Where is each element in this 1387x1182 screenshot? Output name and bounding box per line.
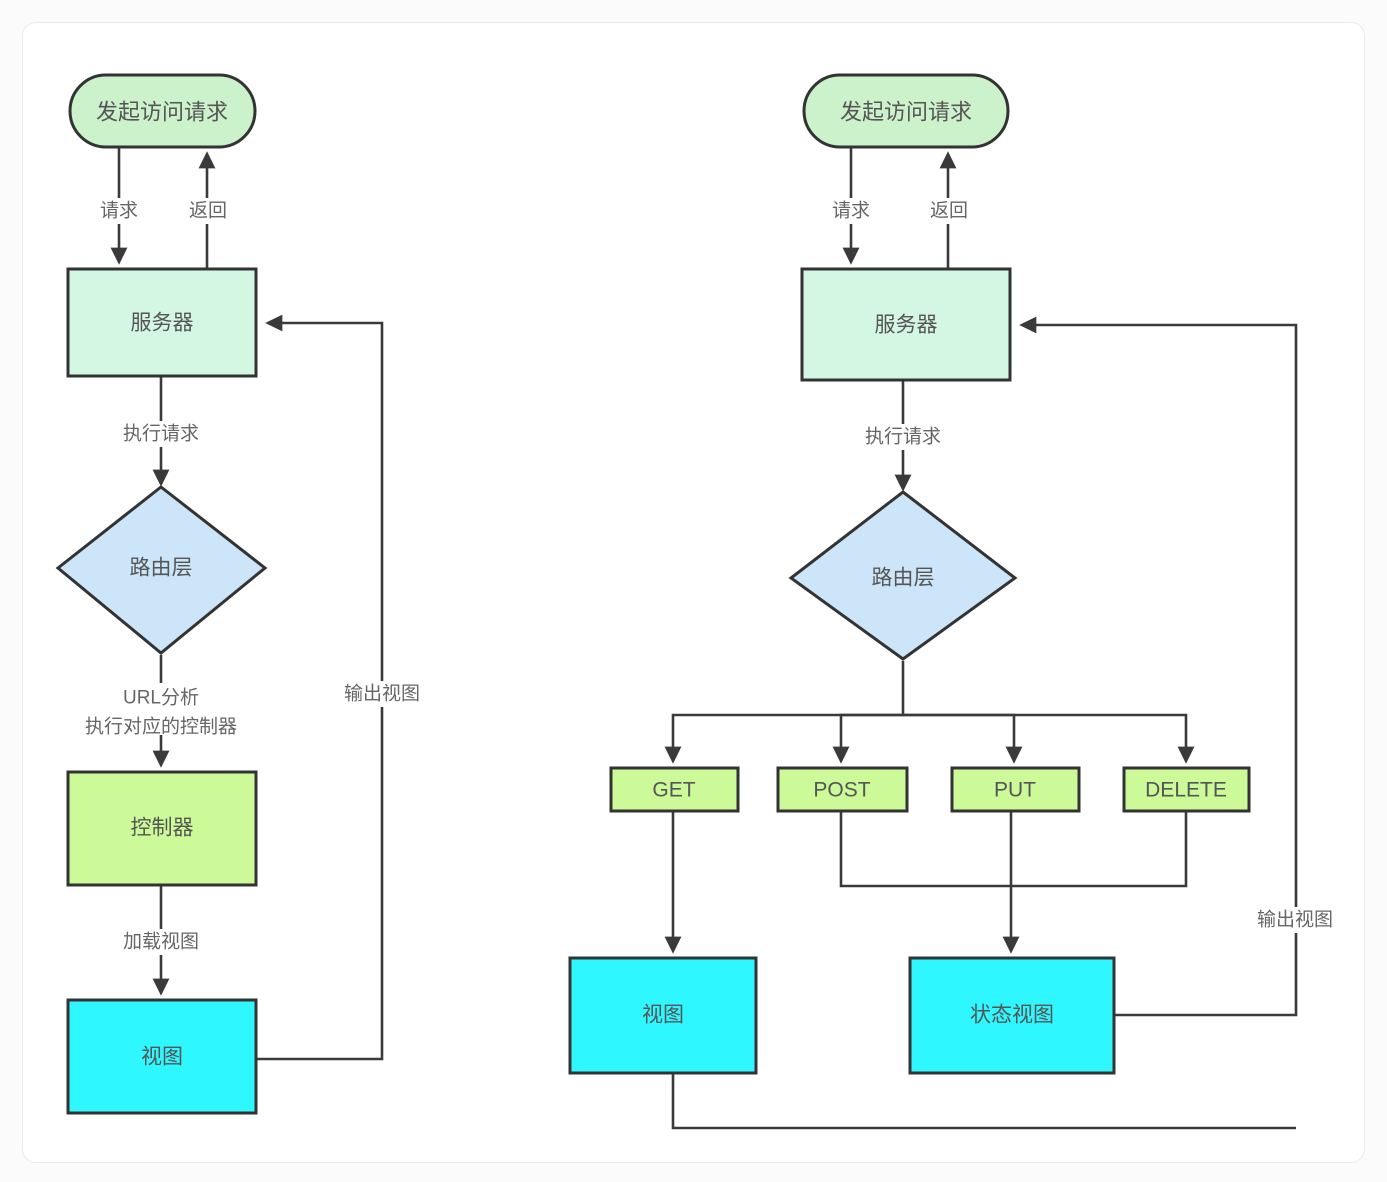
edge-right-delete-to-stateview [1011,811,1188,888]
right-edges [664,148,1298,1130]
node-right-put[interactable]: PUT [950,766,1081,813]
node-right-delete[interactable]: DELETE [1122,766,1251,813]
edge-right-router-to-delete [903,713,1195,764]
edge-right-post-to-stateview [839,811,1011,888]
node-right-start[interactable]: 发起访问请求 [802,73,1010,149]
node-left-start[interactable]: 发起访问请求 [68,73,257,149]
edge-right-stateview-to-server [1019,316,1298,1017]
node-right-post[interactable]: POST [776,766,909,813]
right-flow-group: 发起访问请求 服务器 路由层 GET POST PUT [568,73,1348,1130]
edge-right-router-to-get [664,713,903,764]
node-left-router[interactable]: 路由层 [55,485,268,655]
node-right-router[interactable]: 路由层 [788,490,1018,661]
edge-right-view-to-server [671,1074,1296,1130]
node-left-controller[interactable]: 控制器 [66,770,258,887]
edge-right-router-to-post [832,713,903,764]
node-left-server[interactable]: 服务器 [66,267,258,378]
node-right-server[interactable]: 服务器 [800,267,1012,382]
node-right-get[interactable]: GET [609,766,740,813]
node-right-view[interactable]: 视图 [568,956,758,1075]
node-right-stateview[interactable]: 状态视图 [908,956,1116,1075]
edge-right-router-to-put [903,713,1023,764]
node-left-view[interactable]: 视图 [66,998,258,1115]
left-flow-group: 发起访问请求 服务器 路由层 控制器 视图 请求 [55,73,435,1115]
